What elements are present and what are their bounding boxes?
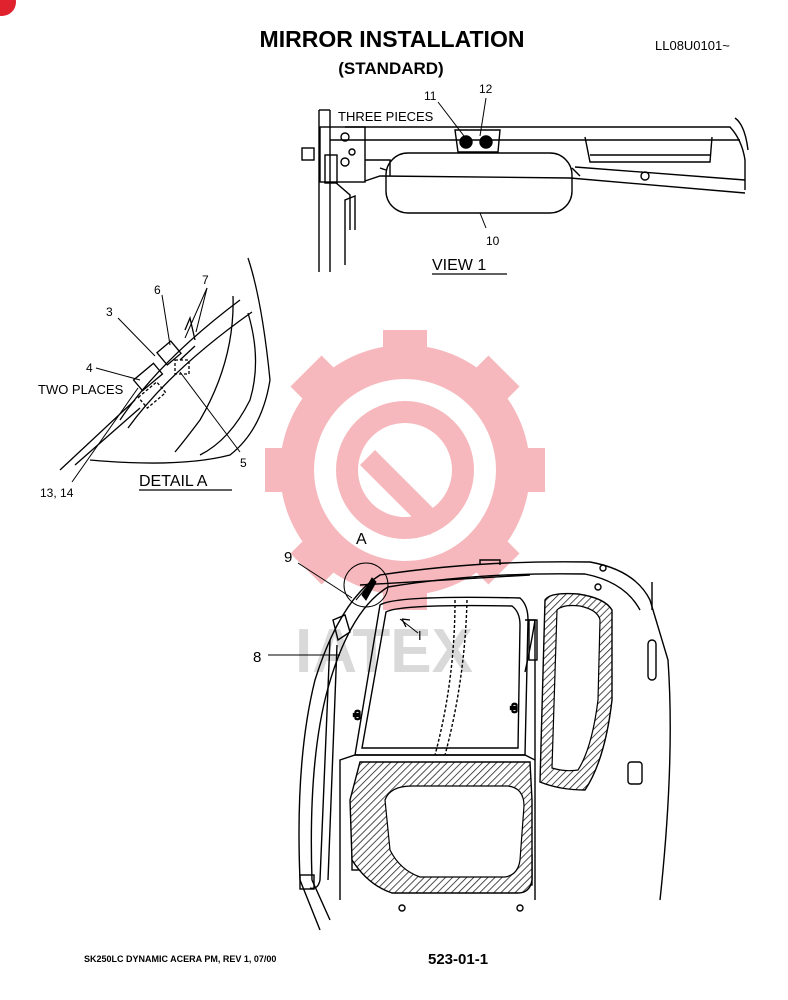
view-1-heading: VIEW 1 (432, 257, 486, 274)
cab-rear-window-seal (539, 592, 613, 791)
cab-leaders (268, 562, 419, 656)
callout-8: 8 (253, 649, 261, 666)
footer-page-number: 523-01-1 (428, 951, 489, 968)
callout-13-14: 13, 14 (40, 486, 74, 500)
serial-number: LL08U0101~ (655, 38, 730, 53)
detail-a-letter: A (356, 531, 367, 548)
detail-a-leaders (71, 287, 241, 483)
callout-9: 9 (284, 549, 292, 566)
cab-drawing: db db (298, 559, 671, 931)
detail-a-drawing (59, 257, 271, 471)
page-title: MIRROR INSTALLATION (259, 26, 525, 52)
callout-12: 12 (479, 82, 493, 96)
view-1-leaders (437, 97, 487, 229)
watermark-gear-logo (265, 330, 545, 610)
callout-5: 5 (240, 456, 247, 470)
callout-7: 7 (202, 273, 209, 287)
cab-door-panel-seal (349, 761, 533, 894)
three-pieces-note: THREE PIECES (338, 109, 434, 124)
callout-11: 11 (424, 89, 437, 103)
detail-a-heading: DETAIL A (139, 473, 208, 490)
two-places-note: TWO PLACES (38, 382, 124, 397)
callout-6: 6 (154, 283, 161, 297)
view-1-arrow-label: I (418, 628, 422, 643)
window-mark-left: db (352, 710, 362, 720)
view-1-drawing (301, 109, 749, 272)
callout-3: 3 (106, 305, 113, 319)
page-subtitle: (STANDARD) (338, 59, 444, 78)
detail-a-marker (343, 562, 389, 608)
callout-10: 10 (486, 234, 500, 248)
footer-doc-info: SK250LC DYNAMIC ACERA PM, REV 1, 07/00 (84, 954, 277, 964)
window-mark-right: db (509, 703, 519, 713)
callout-4: 4 (86, 361, 93, 375)
